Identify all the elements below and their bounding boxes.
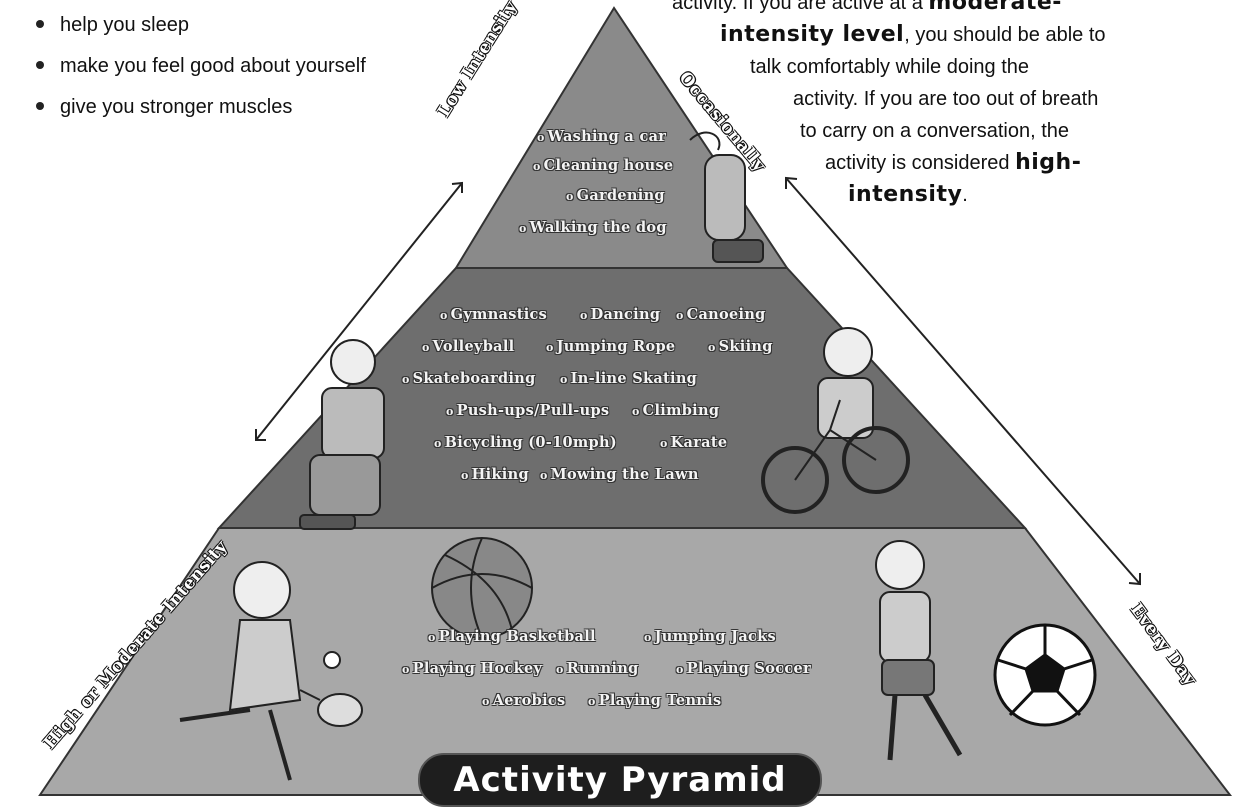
list-item: help you sleep [36, 5, 366, 46]
left-arrow [255, 181, 463, 441]
pyramid-title-banner: Activity Pyramid [418, 753, 822, 807]
cyclist-figure-icon [761, 327, 910, 514]
pyramid-title: Activity Pyramid [453, 760, 787, 800]
list-item: give you stronger muscles [36, 87, 366, 128]
list-item: make you feel good about yourself [36, 46, 366, 87]
tennis-player-figure-icon [179, 561, 363, 781]
bullet-icon [36, 101, 44, 110]
bullet-icon [36, 60, 44, 69]
right-arrow [785, 176, 1141, 586]
bullet-icon [36, 19, 44, 28]
pyramid-bottom-tier [38, 527, 1233, 796]
vacuum-cleaner-icon [689, 131, 764, 263]
runner-figure-icon [875, 540, 963, 761]
basketball-icon [431, 537, 533, 639]
soccer-ball-icon [993, 623, 1097, 727]
skater-figure-icon [299, 339, 385, 530]
benefit-list: help you sleep make you feel good about … [36, 5, 366, 128]
